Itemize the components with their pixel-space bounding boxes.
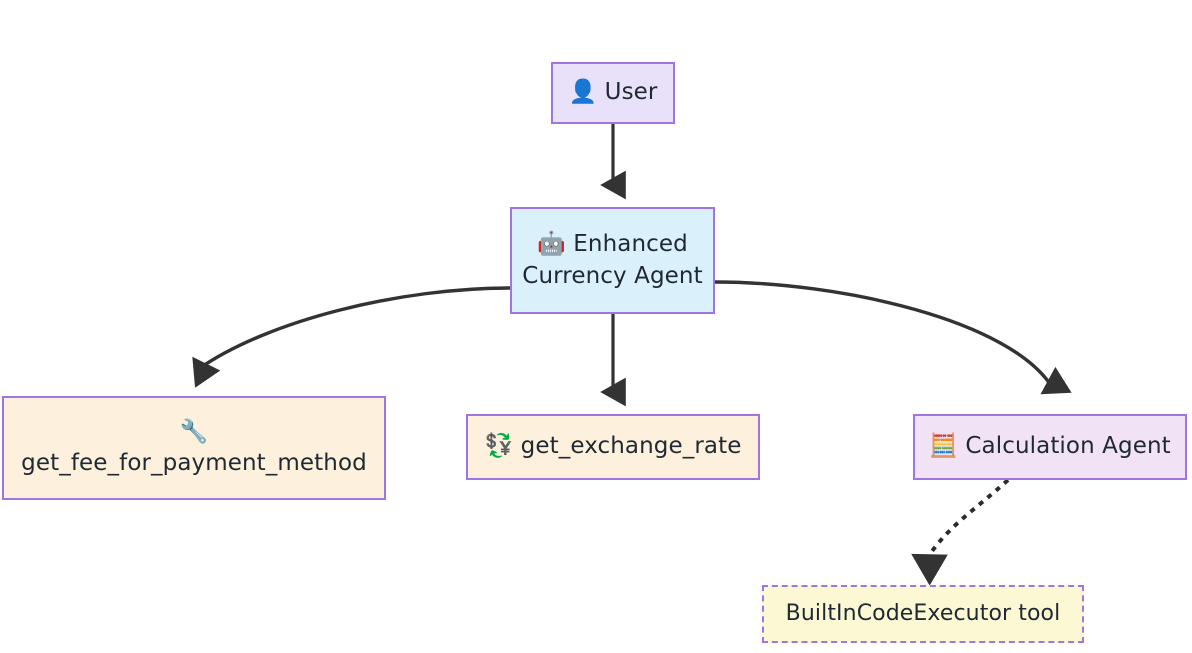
node-get-exchange-rate[interactable]: 💱 get_exchange_rate <box>466 414 760 480</box>
node-get-exchange-rate-label: 💱 get_exchange_rate <box>484 433 742 460</box>
node-enhanced-currency-agent-label: 🤖 Enhanced Currency Agent <box>522 231 703 289</box>
node-calculation-agent-label: 🧮 Calculation Agent <box>929 433 1171 460</box>
node-user-label: 👤 User <box>568 79 658 106</box>
node-enhanced-currency-agent[interactable]: 🤖 Enhanced Currency Agent <box>510 207 715 314</box>
node-builtin-code-executor-tool-label: BuiltInCodeExecutor tool <box>785 601 1061 627</box>
edge-calculation-agent-to-builtin-executor <box>911 478 1010 586</box>
node-calculation-agent[interactable]: 🧮 Calculation Agent <box>913 414 1187 480</box>
node-get-fee-for-payment-method-label: 🔧 get_fee_for_payment_method <box>21 418 367 476</box>
node-get-fee-for-payment-method[interactable]: 🔧 get_fee_for_payment_method <box>2 396 386 500</box>
node-user[interactable]: 👤 User <box>551 62 675 124</box>
edge-agent-to-get-fee <box>192 286 511 388</box>
edge-agent-to-calculation-agent <box>714 280 1072 395</box>
node-builtin-code-executor-tool[interactable]: BuiltInCodeExecutor tool <box>762 585 1084 643</box>
